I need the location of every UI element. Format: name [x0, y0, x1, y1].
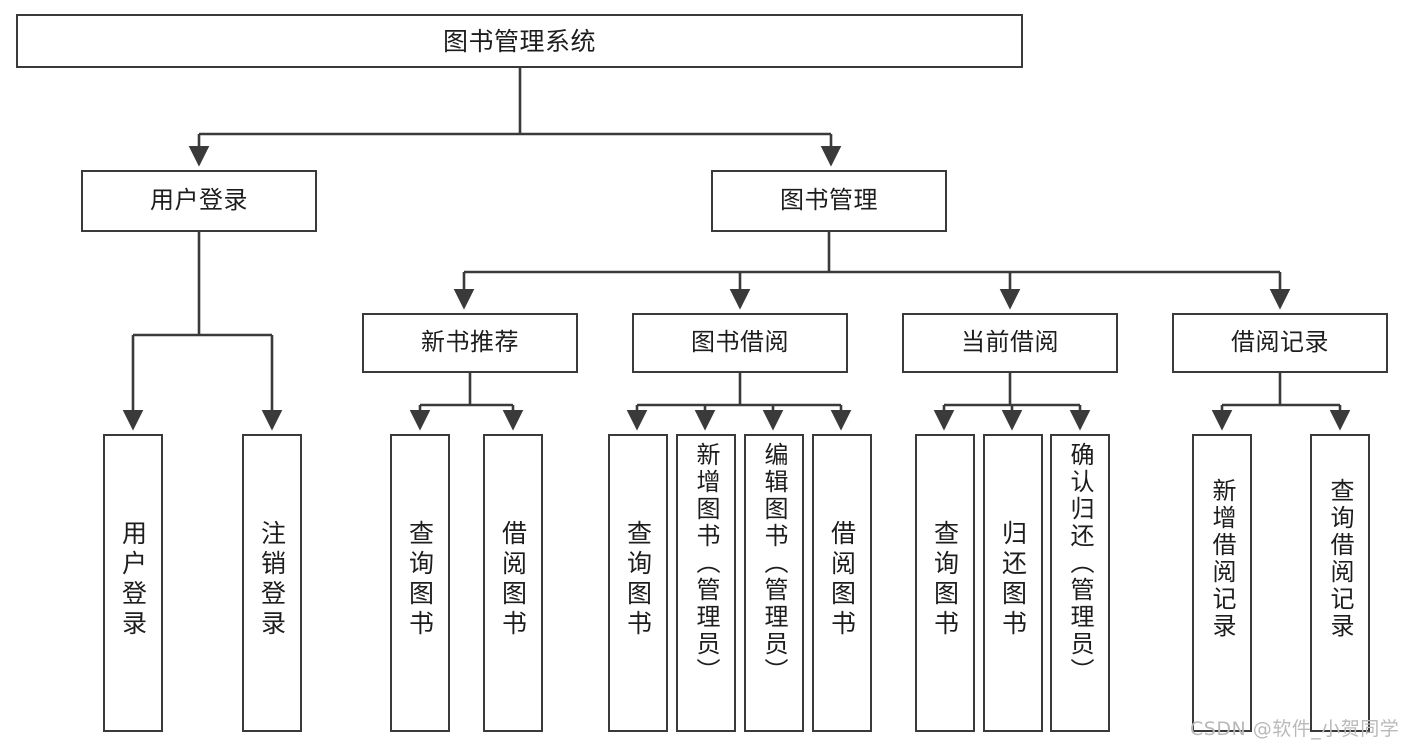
node-label: 用户登录 [150, 186, 248, 215]
node-new-book-recommend[interactable]: 新书推荐 [362, 313, 578, 373]
node-label: 用户登录 [118, 520, 148, 640]
leaf-recommend-query-book[interactable]: 查询图书 [390, 434, 450, 732]
node-label: 确认归还（管理员） [1066, 442, 1094, 685]
node-current-borrow[interactable]: 当前借阅 [902, 313, 1118, 373]
node-label: 图书管理 [780, 186, 878, 215]
leaf-current-query-book[interactable]: 查询图书 [915, 434, 975, 732]
node-label: 注销登录 [257, 520, 287, 640]
node-label: 当前借阅 [961, 328, 1059, 357]
node-label: 新增图书（管理员） [692, 442, 720, 685]
leaf-record-query-record[interactable]: 查询借阅记录 [1310, 434, 1370, 732]
leaf-current-return-book[interactable]: 归还图书 [983, 434, 1043, 732]
node-label: 新增借阅记录 [1208, 478, 1236, 640]
node-root-system[interactable]: 图书管理系统 [16, 14, 1023, 68]
leaf-current-confirm-return[interactable]: 确认归还（管理员） [1050, 434, 1110, 732]
node-label: 借阅图书 [498, 520, 528, 640]
node-label: 图书借阅 [691, 328, 789, 357]
csdn-watermark: CSDN @软件_小贺同学 [1190, 718, 1400, 740]
node-label: 归还图书 [998, 520, 1028, 640]
node-label: 编辑图书（管理员） [760, 442, 788, 685]
leaf-user-login-logout[interactable]: 注销登录 [242, 434, 302, 732]
node-label: 查询图书 [930, 520, 960, 640]
node-book-management[interactable]: 图书管理 [711, 170, 947, 232]
node-book-borrow[interactable]: 图书借阅 [632, 313, 848, 373]
leaf-borrow-query-book[interactable]: 查询图书 [608, 434, 668, 732]
leaf-record-add-record[interactable]: 新增借阅记录 [1192, 434, 1252, 732]
leaf-borrow-add-book[interactable]: 新增图书（管理员） [676, 434, 736, 732]
node-label: 查询借阅记录 [1326, 478, 1354, 640]
node-label: 借阅图书 [827, 520, 857, 640]
leaf-user-login-login[interactable]: 用户登录 [103, 434, 163, 732]
node-label: 图书管理系统 [442, 26, 596, 56]
node-label: 新书推荐 [421, 328, 519, 357]
node-label: 查询图书 [405, 520, 435, 640]
node-borrow-record[interactable]: 借阅记录 [1172, 313, 1388, 373]
leaf-recommend-borrow-book[interactable]: 借阅图书 [483, 434, 543, 732]
node-label: 查询图书 [623, 520, 653, 640]
leaf-borrow-edit-book[interactable]: 编辑图书（管理员） [744, 434, 804, 732]
node-label: 借阅记录 [1231, 328, 1329, 357]
node-user-login[interactable]: 用户登录 [81, 170, 317, 232]
leaf-borrow-borrow-book[interactable]: 借阅图书 [812, 434, 872, 732]
